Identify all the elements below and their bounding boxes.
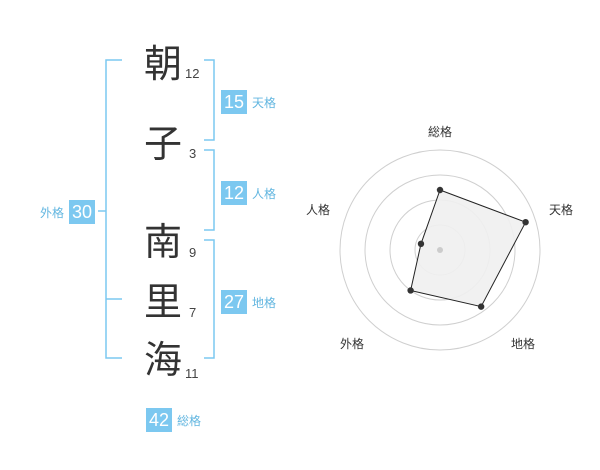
radar-center-dot [437,247,443,253]
radar-axis-label-tenkaku: 天格 [549,203,574,217]
tenkaku-badge: 15 天格 [221,90,276,114]
tenkaku-label: 天格 [252,95,277,110]
name-char-2: 子 [143,122,182,166]
tenkaku-value: 15 [221,90,247,114]
radar-axis-label-jinkaku: 人格 [306,203,331,217]
stroke-count-1: 12 [185,66,200,81]
tenkaku-bracket [204,59,215,141]
soukaku-label: 総格 [177,413,202,428]
name-char-4: 里 [143,280,182,324]
jinkaku-label: 人格 [252,186,277,201]
jinkaku-value: 12 [221,181,247,205]
radar-axis-label-soukaku: 総格 [428,125,453,139]
chikaku-bracket [204,239,215,359]
stroke-count-4: 7 [189,305,197,320]
name-char-3: 南 [143,220,182,264]
radar-grid-ring-4 [339,149,541,351]
stroke-count-3: 9 [189,245,197,260]
chikaku-value: 27 [221,290,247,314]
chikaku-badge: 27 地格 [221,290,276,314]
gaikaku-value: 30 [69,200,96,224]
gaikaku-badge: 外格 30 [40,200,96,224]
radar-grid-ring-3 [364,174,516,326]
soukaku-value: 42 [146,408,172,432]
gaikaku-label: 外格 [40,205,65,220]
jinkaku-badge: 12 人格 [221,181,276,205]
gaikaku-bracket [105,59,122,359]
radar-data-polygon [410,189,527,308]
chikaku-label: 地格 [252,295,277,310]
name-char-1: 朝 [143,42,182,86]
radar-axis-label-gaikaku: 外格 [340,337,365,351]
radar-point-1 [436,186,444,194]
radar-axis-label-chikaku: 地格 [511,337,536,351]
jinkaku-bracket [204,149,215,231]
stroke-count-2: 3 [189,146,197,161]
radar-point-2 [522,218,529,226]
radar-point-5 [417,240,425,248]
soukaku-badge: 42 総格 [146,408,201,432]
stroke-count-5: 11 [185,366,199,381]
name-char-5: 海 [143,338,182,382]
radar-point-3 [477,303,485,310]
radar-point-4 [407,287,414,294]
